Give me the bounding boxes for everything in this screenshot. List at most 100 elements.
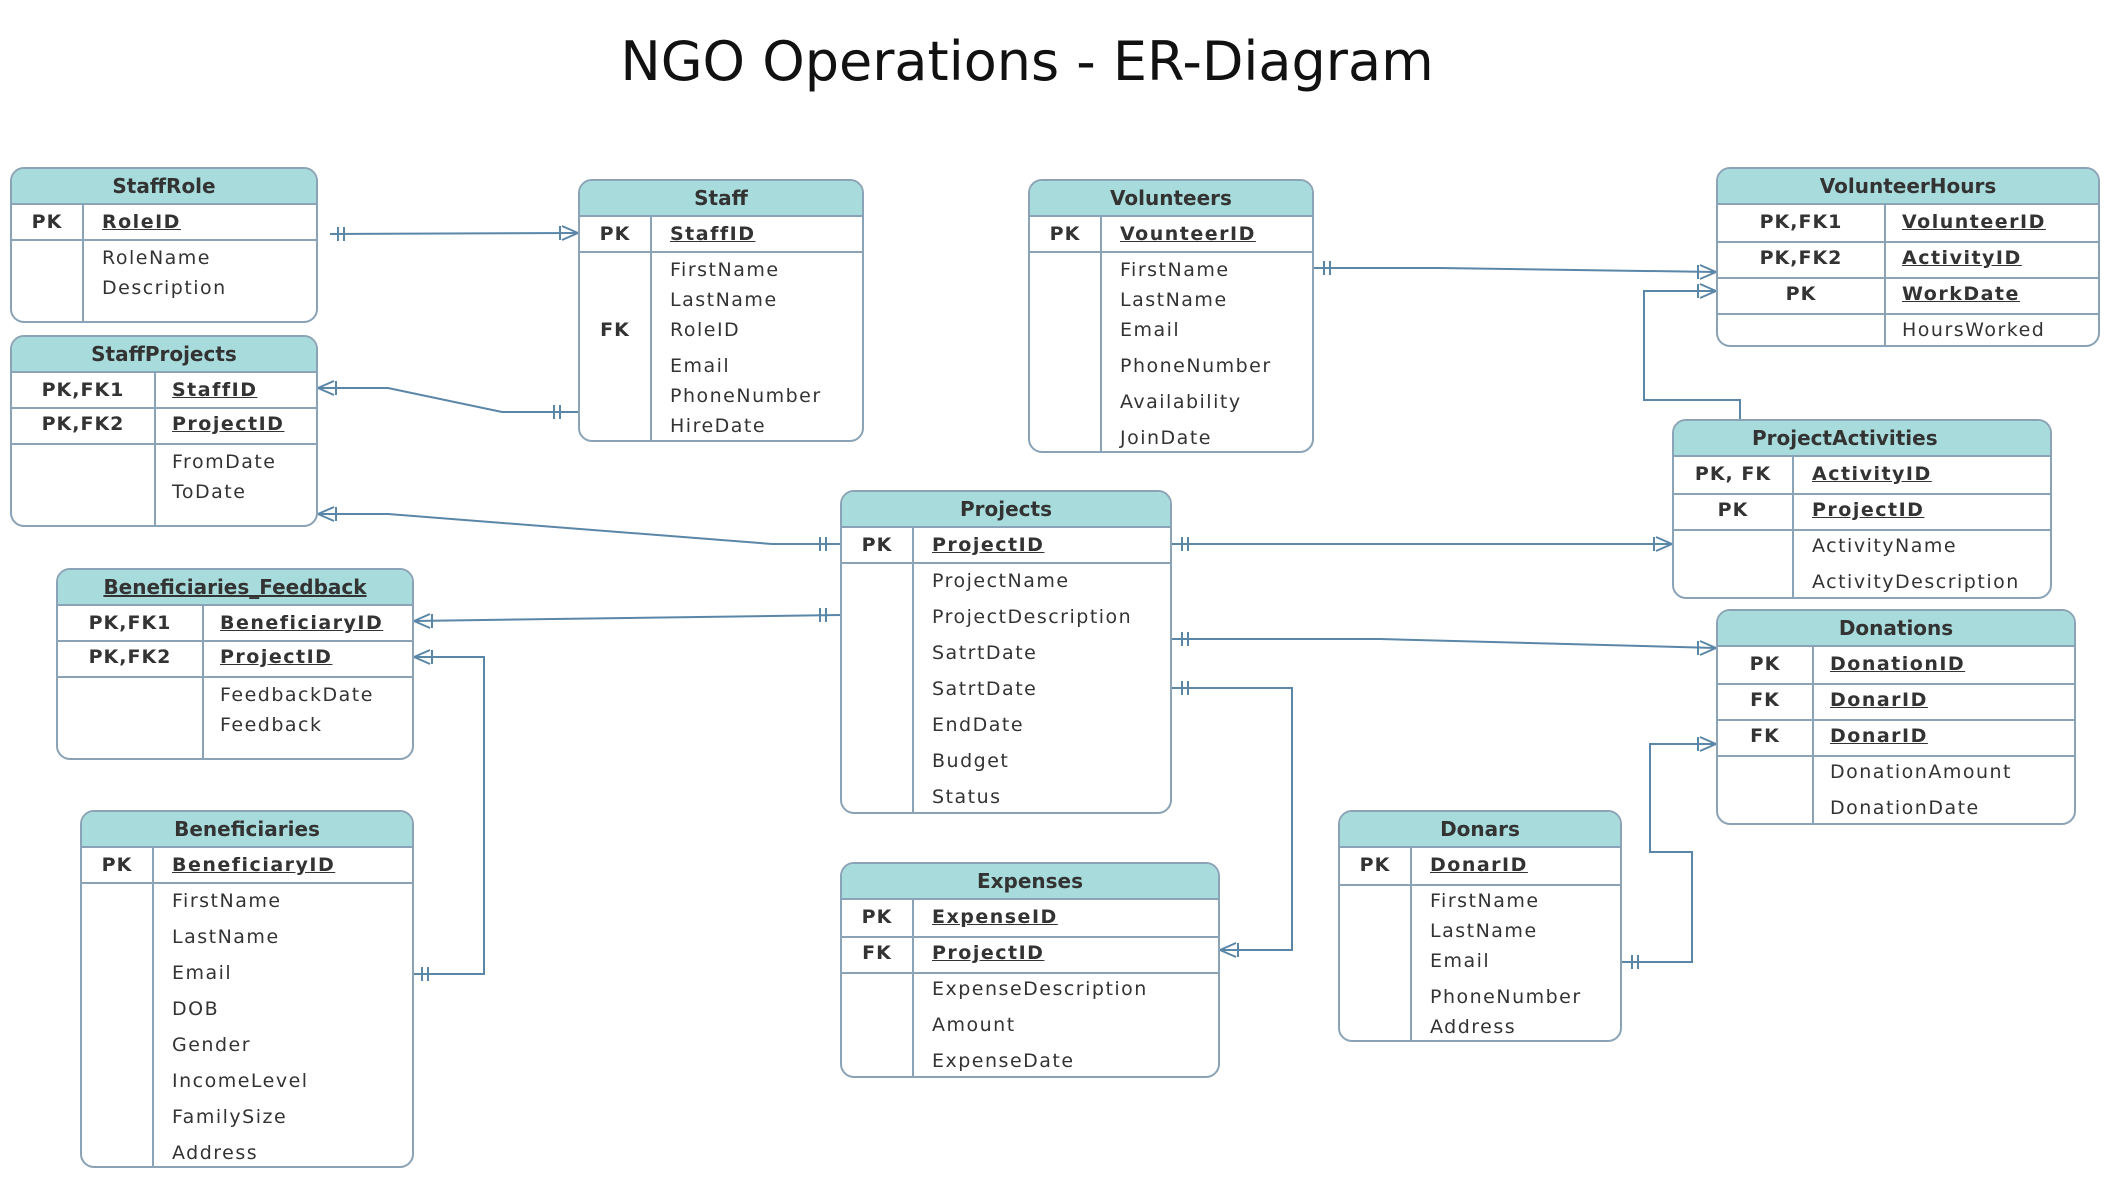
attr-email: Email (172, 962, 233, 984)
key-label: PK (599, 223, 631, 245)
attr-address: Address (172, 1142, 259, 1164)
attr-roleid: RoleID (670, 319, 741, 341)
attr-projectid: ProjectID (932, 534, 1045, 556)
key-label: FK (862, 942, 892, 964)
attr-phonenumber: PhoneNumber (1430, 986, 1582, 1008)
rel-volunteers-hours (1314, 261, 1717, 280)
attr-donationdate: DonationDate (1830, 797, 1980, 819)
key-label: FK (1750, 725, 1780, 747)
rel-donars-donations (1622, 736, 1717, 969)
entity-title: ProjectActivities (1674, 421, 2050, 457)
attr-feedback: Feedback (220, 714, 323, 736)
attr-phonenumber: PhoneNumber (670, 385, 822, 407)
rel-projects-activities (1172, 536, 1673, 552)
attr-beneficiaryid: BeneficiaryID (220, 612, 384, 634)
attr-staffid: StaffID (670, 223, 756, 245)
rel-feedback-beneficiaries (413, 649, 485, 981)
attr-budget: Budget (932, 750, 1010, 772)
attr-phonenumber: PhoneNumber (1120, 355, 1272, 377)
attr-expenseid: ExpenseID (932, 906, 1058, 928)
entity-title: Beneficiaries_Feedback (58, 570, 412, 606)
attr-incomelevel: IncomeLevel (172, 1070, 309, 1092)
key-label: PK,FK2 (41, 413, 125, 435)
key-label: PK (1359, 854, 1391, 876)
key-label: PK,FK2 (1759, 247, 1843, 269)
key-label: PK (31, 211, 63, 233)
key-label: PK (861, 906, 893, 928)
entity-staff[interactable]: Staff PK StaffID FirstName LastName FK R… (578, 179, 864, 442)
attr-projectid: ProjectID (1812, 499, 1925, 521)
attr-projectdescription: ProjectDescription (932, 606, 1133, 628)
attr-hiredate: HireDate (670, 415, 767, 437)
entity-staffrole[interactable]: StaffRole PK RoleID RoleName Description (10, 167, 318, 323)
entity-donations[interactable]: Donations PK DonationID FK DonarID FK Do… (1716, 609, 2076, 825)
attr-address: Address (1430, 1016, 1517, 1038)
key-label: PK (1717, 499, 1749, 521)
attr-gender: Gender (172, 1034, 252, 1056)
attr-vounteerid: VounteerID (1120, 223, 1256, 245)
attr-status: Status (932, 786, 1002, 808)
attr-lastname: LastName (172, 926, 280, 948)
key-label: PK,FK1 (88, 612, 172, 634)
key-label: PK (1785, 283, 1817, 305)
entity-projectactivities[interactable]: ProjectActivities PK, FK ActivityID PK P… (1672, 419, 2052, 599)
entity-title: StaffProjects (12, 337, 316, 373)
attr-activitydescription: ActivityDescription (1812, 571, 2020, 593)
entity-expenses[interactable]: Expenses PK ExpenseID FK ProjectID Expen… (840, 862, 1220, 1078)
attr-expensedescription: ExpenseDescription (932, 978, 1148, 1000)
rel-staffrole-staff (329, 225, 579, 241)
attr-joindate: JoinDate (1120, 427, 1212, 449)
page-title: NGO Operations - ER-Diagram (620, 30, 1434, 93)
attr-volunteerid: VolunteerID (1902, 211, 2046, 233)
key-label: PK (101, 854, 133, 876)
entity-volunteers[interactable]: Volunteers PK VounteerID FirstName LastN… (1028, 179, 1314, 453)
key-label: PK, FK (1694, 463, 1772, 485)
attr-firstname: FirstName (1430, 890, 1540, 912)
attr-rolename: RoleName (102, 247, 211, 269)
key-label: PK,FK1 (41, 379, 125, 401)
attr-workdate: WorkDate (1902, 283, 2020, 305)
entity-title: Volunteers (1030, 181, 1312, 217)
attr-donationid: DonationID (1830, 653, 1966, 675)
attr-activityid: ActivityID (1812, 463, 1932, 485)
attr-lastname: LastName (1120, 289, 1228, 311)
key-label: FK (600, 319, 630, 341)
key-label: PK,FK1 (1759, 211, 1843, 233)
key-label: PK,FK2 (88, 646, 172, 668)
attr-projectid: ProjectID (932, 942, 1045, 964)
key-label: PK (1749, 653, 1781, 675)
entity-projects[interactable]: Projects PK ProjectID ProjectName Projec… (840, 490, 1172, 814)
attr-expensedate: ExpenseDate (932, 1050, 1075, 1072)
attr-firstname: FirstName (172, 890, 282, 912)
rel-feedback-projects (413, 608, 841, 629)
entity-staffprojects[interactable]: StaffProjects PK,FK1 StaffID PK,FK2 Proj… (10, 335, 318, 527)
attr-donationamount: DonationAmount (1830, 761, 2012, 783)
attr-fromdate: FromDate (172, 451, 277, 473)
attr-lastname: LastName (1430, 920, 1538, 942)
attr-enddate: EndDate (932, 714, 1025, 736)
attr-hoursworked: HoursWorked (1902, 319, 2046, 341)
key-label: PK (1049, 223, 1081, 245)
attr-firstname: FirstName (1120, 259, 1230, 281)
attr-email: Email (1120, 319, 1181, 341)
attr-donarid: DonarID (1830, 689, 1928, 711)
attr-satrtdate-2: SatrtDate (932, 678, 1038, 700)
attr-feedbackdate: FeedbackDate (220, 684, 374, 706)
attr-dob: DOB (172, 998, 220, 1020)
entity-title: Projects (842, 492, 1170, 528)
entity-beneficiaries[interactable]: Beneficiaries PK BeneficiaryID FirstName… (80, 810, 414, 1168)
attr-staffid: StaffID (172, 379, 258, 401)
attr-firstname: FirstName (670, 259, 780, 281)
entity-donars[interactable]: Donars PK DonarID FirstName LastName Ema… (1338, 810, 1622, 1042)
attr-familysize: FamilySize (172, 1106, 288, 1128)
rel-staffprojects-projects (317, 506, 840, 551)
entity-beneficiaries-feedback[interactable]: Beneficiaries_Feedback PK,FK1 Beneficiar… (56, 568, 414, 760)
entity-volunteerhours[interactable]: VolunteerHours PK,FK1 VolunteerID PK,FK2… (1716, 167, 2100, 347)
attr-satrtdate: SatrtDate (932, 642, 1038, 664)
attr-lastname: LastName (670, 289, 778, 311)
attr-donarid: DonarID (1430, 854, 1528, 876)
key-label: FK (1750, 689, 1780, 711)
entity-title: Expenses (842, 864, 1218, 900)
entity-title: Donations (1718, 611, 2074, 647)
